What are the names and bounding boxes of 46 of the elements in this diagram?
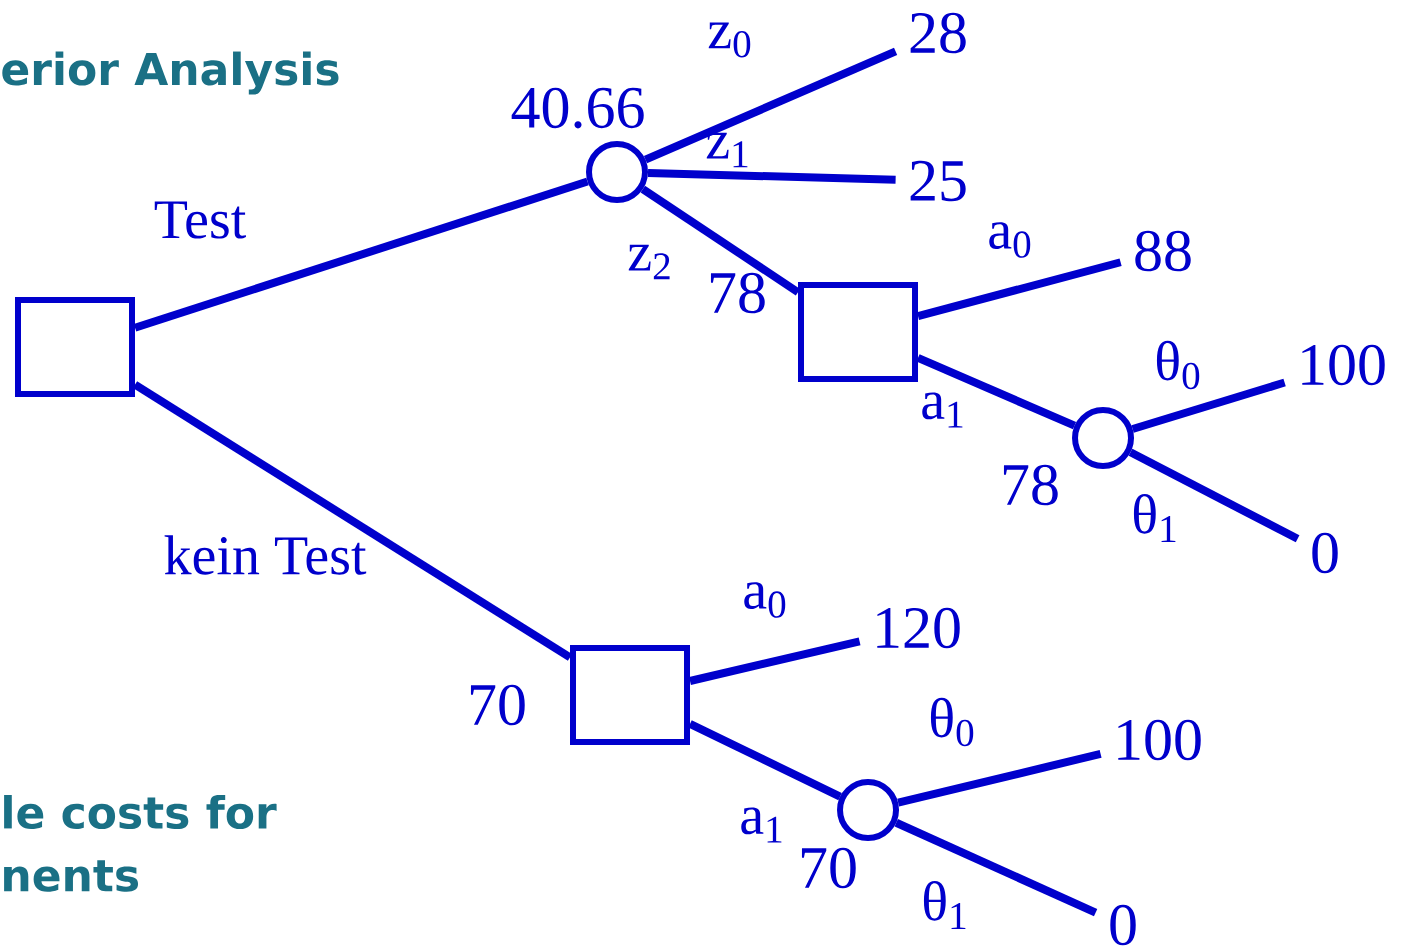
- chance-circle: [586, 141, 648, 203]
- branch-line: [1128, 448, 1300, 543]
- edge-label: a$_{0}$: [989, 222, 1031, 258]
- chance-circle: [837, 779, 899, 841]
- outcome-value: 100: [1302, 344, 1385, 386]
- branch-line: [894, 819, 1098, 917]
- outcome-value: 28: [910, 12, 966, 54]
- outcome-value: 0: [1312, 532, 1338, 574]
- heading-text: erior Analysis: [2, 51, 339, 95]
- edge-label: θ$_{1}$: [923, 881, 966, 929]
- node-value: 70: [470, 684, 525, 726]
- edge-label: kein Test: [164, 535, 367, 575]
- branch-line: [897, 749, 1102, 807]
- branch-line: [132, 381, 573, 661]
- edge-label: z$_{0}$: [708, 22, 751, 58]
- edge-label: θ$_{0}$: [1156, 340, 1200, 390]
- decision-box: [570, 645, 690, 745]
- edge-label: θ$_{1}$: [1133, 494, 1176, 542]
- chance-circle: [1072, 407, 1134, 469]
- branch-line: [640, 185, 801, 296]
- branch-line: [1131, 378, 1286, 433]
- decision-box: [15, 297, 135, 397]
- branch-line: [916, 354, 1077, 430]
- branch-line: [133, 177, 589, 332]
- edge-label: Test: [154, 201, 246, 239]
- node-value: 78: [1003, 464, 1058, 506]
- branch-line: [688, 720, 842, 801]
- edge-label: a$_{1}$: [741, 807, 782, 843]
- node-value: 70: [801, 847, 856, 889]
- edge-label: θ$_{0}$: [930, 697, 974, 747]
- outcome-value: 0: [1110, 904, 1136, 946]
- branch-line: [689, 637, 861, 685]
- edge-label: z$_{2}$: [628, 244, 670, 280]
- edge-label: a$_{1}$: [922, 392, 963, 428]
- decision-box: [798, 282, 918, 382]
- node-value: 78: [710, 272, 765, 314]
- outcome-value: 120: [877, 607, 960, 649]
- outcome-value: 100: [1118, 719, 1201, 761]
- outcome-value: 25: [910, 160, 966, 202]
- branch-line: [643, 47, 898, 164]
- heading-text: nents: [4, 860, 139, 892]
- edge-label: a$_{0}$: [744, 582, 786, 618]
- heading-text: le costs for: [4, 795, 277, 830]
- outcome-value: 88: [1135, 230, 1191, 272]
- node-value: 40.66: [511, 87, 644, 129]
- branch-line: [917, 258, 1122, 320]
